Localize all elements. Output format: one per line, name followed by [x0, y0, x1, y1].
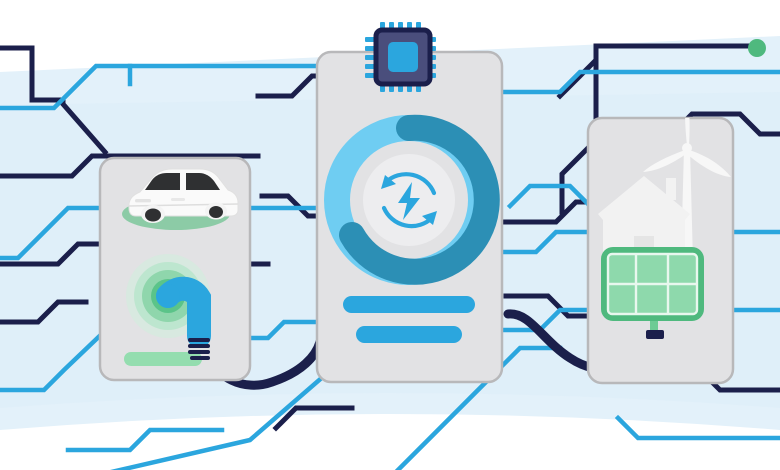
energy-cycle-gauge [324, 114, 500, 285]
renewable-energy-panel[interactable] [586, 96, 735, 385]
charge-status-bar [124, 352, 202, 366]
recycle-bolt-icon [381, 172, 437, 229]
solar-cells [606, 252, 699, 316]
solar-panel[interactable] [601, 247, 704, 339]
electric-car [128, 168, 239, 223]
charging-connector [156, 276, 211, 360]
smart-controller-panel[interactable] [315, 50, 504, 384]
green-terminal-node [748, 39, 766, 57]
ev-charging-panel[interactable] [98, 156, 252, 382]
wind-turbine [643, 118, 731, 262]
processor-chip[interactable] [365, 22, 436, 92]
info-bar-primary [343, 296, 475, 313]
info-bar-secondary [356, 326, 462, 343]
car-wheels [141, 202, 227, 223]
